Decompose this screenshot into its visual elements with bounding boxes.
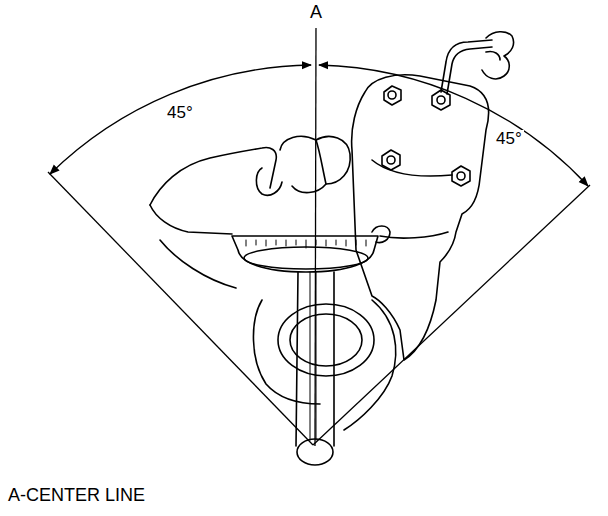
fluid-pipe xyxy=(447,47,492,94)
gauge-knob xyxy=(372,226,390,243)
dust-boot xyxy=(290,314,362,366)
bolt xyxy=(382,150,400,170)
dust-boot xyxy=(278,304,374,376)
hand xyxy=(486,51,500,60)
hand xyxy=(160,240,236,288)
hand xyxy=(256,168,282,195)
bolt xyxy=(384,86,401,105)
angle-line xyxy=(313,185,590,445)
bolt xyxy=(452,166,470,186)
housing-outline xyxy=(344,300,396,430)
gauge-dial xyxy=(232,236,378,272)
hand xyxy=(316,140,326,184)
angle-arc xyxy=(319,65,588,186)
angle-arc xyxy=(50,65,311,174)
center-line xyxy=(315,28,316,446)
hand xyxy=(150,205,232,234)
hand xyxy=(482,32,514,79)
angle-label: 45° xyxy=(494,130,524,149)
angle-label: 45° xyxy=(165,104,195,123)
center-line-label: A xyxy=(308,3,324,23)
legend-note: A-CENTER LINE xyxy=(6,486,147,506)
angle-line xyxy=(48,172,313,445)
housing-edge xyxy=(372,160,452,176)
gauge-face xyxy=(244,247,368,269)
gauge-scale xyxy=(246,240,366,248)
gear-housing xyxy=(352,75,489,360)
